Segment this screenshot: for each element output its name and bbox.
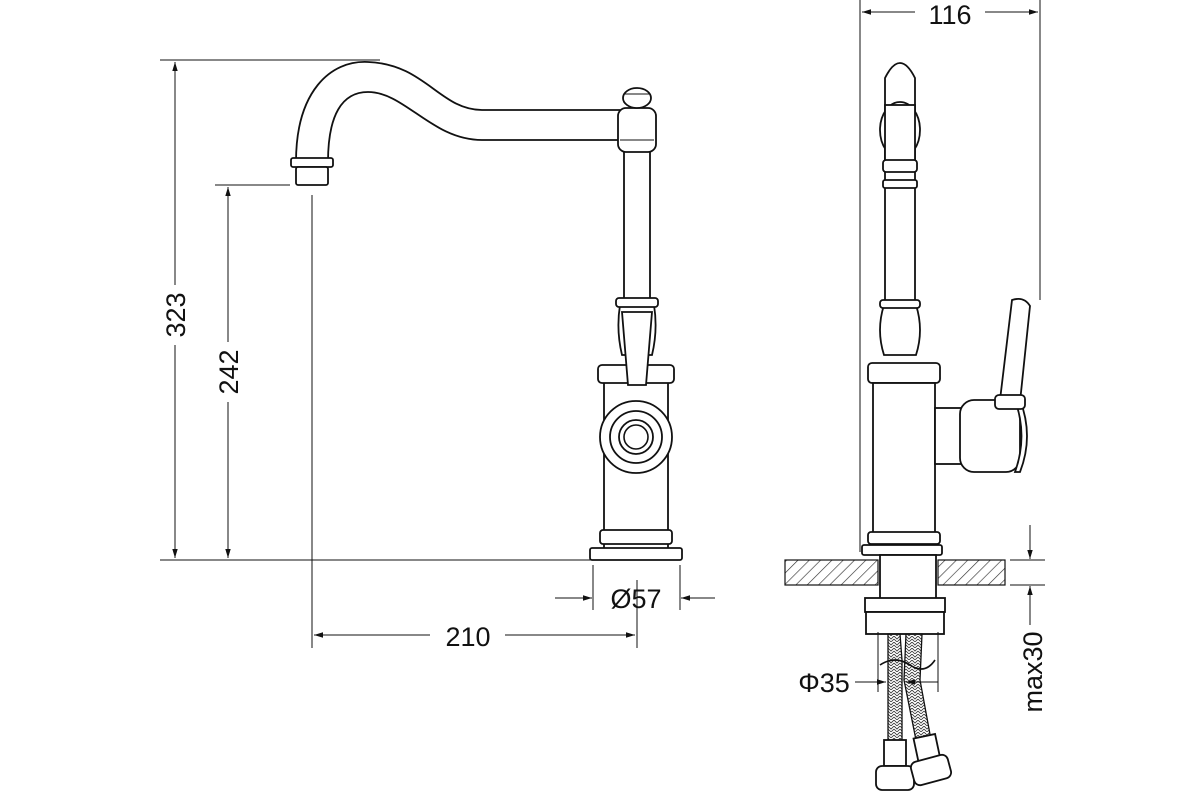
dimension-spout-reach: 210	[314, 622, 635, 652]
dimension-116-label: 116	[928, 0, 971, 30]
side-view: 116	[784, 0, 1048, 791]
countertop-right	[937, 559, 1006, 586]
dimension-total-height: 323	[161, 62, 191, 558]
dimension-242-label: 242	[214, 349, 244, 394]
front-view: 323 242 210 Ø57	[160, 59, 715, 652]
countertop-left	[784, 559, 879, 586]
dimension-spout-height: 242	[214, 187, 244, 558]
faucet-side	[861, 62, 1031, 791]
dimension-counter-thickness: max30	[1010, 525, 1048, 713]
dimension-35-label: Φ35	[798, 668, 850, 698]
dimension-210-label: 210	[445, 622, 490, 652]
dimension-323-label: 323	[161, 292, 191, 337]
dimension-max30-label: max30	[1018, 631, 1048, 712]
dimension-57-label: Ø57	[610, 584, 661, 614]
dimension-side-depth: 116	[862, 0, 1038, 30]
dimension-base-diameter: Ø57	[555, 584, 715, 614]
faucet-front	[290, 61, 683, 561]
dimension-shank-diameter: Φ35	[798, 668, 938, 698]
